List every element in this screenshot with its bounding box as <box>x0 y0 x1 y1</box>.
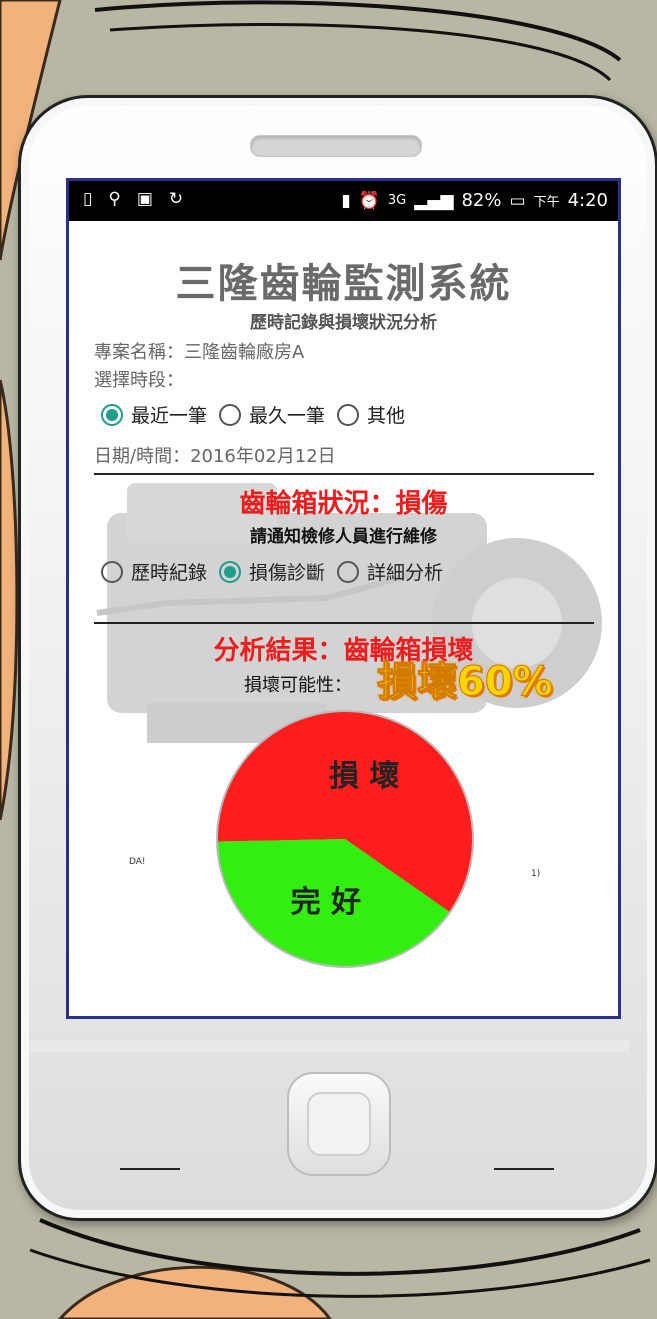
period-radio-group: 最近一筆 最久一筆 其他 <box>101 401 417 428</box>
date-time: 日期/時間：2016年02月12日 <box>94 446 336 467</box>
battery-percent: 82% <box>461 190 502 211</box>
vibrate-icon: ▮ <box>341 190 351 211</box>
home-button-inner <box>307 1092 371 1156</box>
gearbox-status: 齒輪箱狀況：損傷 <box>239 489 448 519</box>
damage-pie-chart: 損 壞完 好 <box>216 710 474 968</box>
gearbox-image <box>96 483 602 743</box>
menu-soft-key[interactable] <box>494 1168 554 1170</box>
pie-slice-intact <box>218 839 450 966</box>
app-content: 三隆齒輪監測系統 歷時記錄與損壞狀況分析 專案名稱：三隆齒輪廠房A 選擇時段： … <box>69 221 618 1016</box>
network-3g-icon: 3G <box>387 193 407 208</box>
radio-other[interactable]: 其他 <box>337 401 405 428</box>
home-button[interactable] <box>287 1072 391 1176</box>
radio-history-label: 歷時紀錄 <box>131 562 208 584</box>
view-radio-group: 歷時紀錄 損傷診斷 詳細分析 <box>101 558 455 585</box>
probability-value: 損壞60% <box>377 659 554 706</box>
radio-other-label: 其他 <box>367 405 406 427</box>
status-bar: ▯ ⚲ ▣ ↻ ▮ ⏰ 3G ▂▄▆ 82% ▭ 下午 4:20 <box>69 181 618 221</box>
chart-stub-right: 1) <box>531 869 541 879</box>
radio-latest-label: 最近一筆 <box>131 405 208 427</box>
screen-mirror-icon: ▯ <box>83 189 93 209</box>
radio-detail-label: 詳細分析 <box>367 562 444 584</box>
status-time: 4:20 <box>567 190 608 211</box>
chart-stub-left: DA! <box>129 857 146 867</box>
radio-latest[interactable]: 最近一筆 <box>101 401 207 428</box>
analysis-result: 分析結果：齒輪箱損壞 <box>213 636 474 666</box>
developer-icon: ▣ <box>136 189 153 209</box>
radio-diagnosis-label: 損傷診斷 <box>249 562 326 584</box>
project-name: 專案名稱：三隆齒輪廠房A <box>94 342 305 363</box>
radio-history[interactable]: 歷時紀錄 <box>101 558 207 585</box>
radio-oldest[interactable]: 最久一筆 <box>219 401 325 428</box>
period-label: 選擇時段： <box>94 370 184 391</box>
page-subtitle: 歷時記錄與損壞狀況分析 <box>250 313 437 333</box>
back-soft-key[interactable] <box>120 1168 180 1170</box>
radio-oldest-indicator[interactable] <box>219 403 242 426</box>
probability-label: 損壞可能性： <box>244 675 352 696</box>
pie-slice-damaged <box>218 712 473 912</box>
pie-label-intact: 完 好 <box>291 885 361 920</box>
time-prefix: 下午 <box>533 195 560 210</box>
phone-bottom-bezel <box>30 1040 630 1052</box>
radio-latest-indicator[interactable] <box>101 403 123 426</box>
radio-diagnosis[interactable]: 損傷診斷 <box>219 558 325 585</box>
signal-icon: ▂▄▆ <box>414 190 454 211</box>
sync-icon: ↻ <box>168 189 184 209</box>
alarm-icon: ⏰ <box>358 190 380 211</box>
radio-other-indicator[interactable] <box>337 403 360 426</box>
radio-detail-indicator[interactable] <box>337 560 360 583</box>
maintenance-notice: 請通知檢修人員進行維修 <box>250 527 437 547</box>
battery-icon: ▭ <box>509 190 526 211</box>
divider-top <box>94 473 594 475</box>
radio-oldest-label: 最久一筆 <box>249 405 326 427</box>
usb-icon: ⚲ <box>108 189 121 209</box>
phone-speaker <box>250 135 422 157</box>
divider-bottom <box>94 622 594 624</box>
radio-detail[interactable]: 詳細分析 <box>337 558 443 585</box>
phone-screen: ▯ ⚲ ▣ ↻ ▮ ⏰ 3G ▂▄▆ 82% ▭ 下午 4:20 三隆齒輪監測系… <box>66 178 621 1019</box>
radio-diagnosis-indicator[interactable] <box>219 560 242 583</box>
pie-label-damaged: 損 壞 <box>329 759 399 794</box>
radio-history-indicator[interactable] <box>101 560 123 583</box>
page-title: 三隆齒輪監測系統 <box>175 261 512 307</box>
